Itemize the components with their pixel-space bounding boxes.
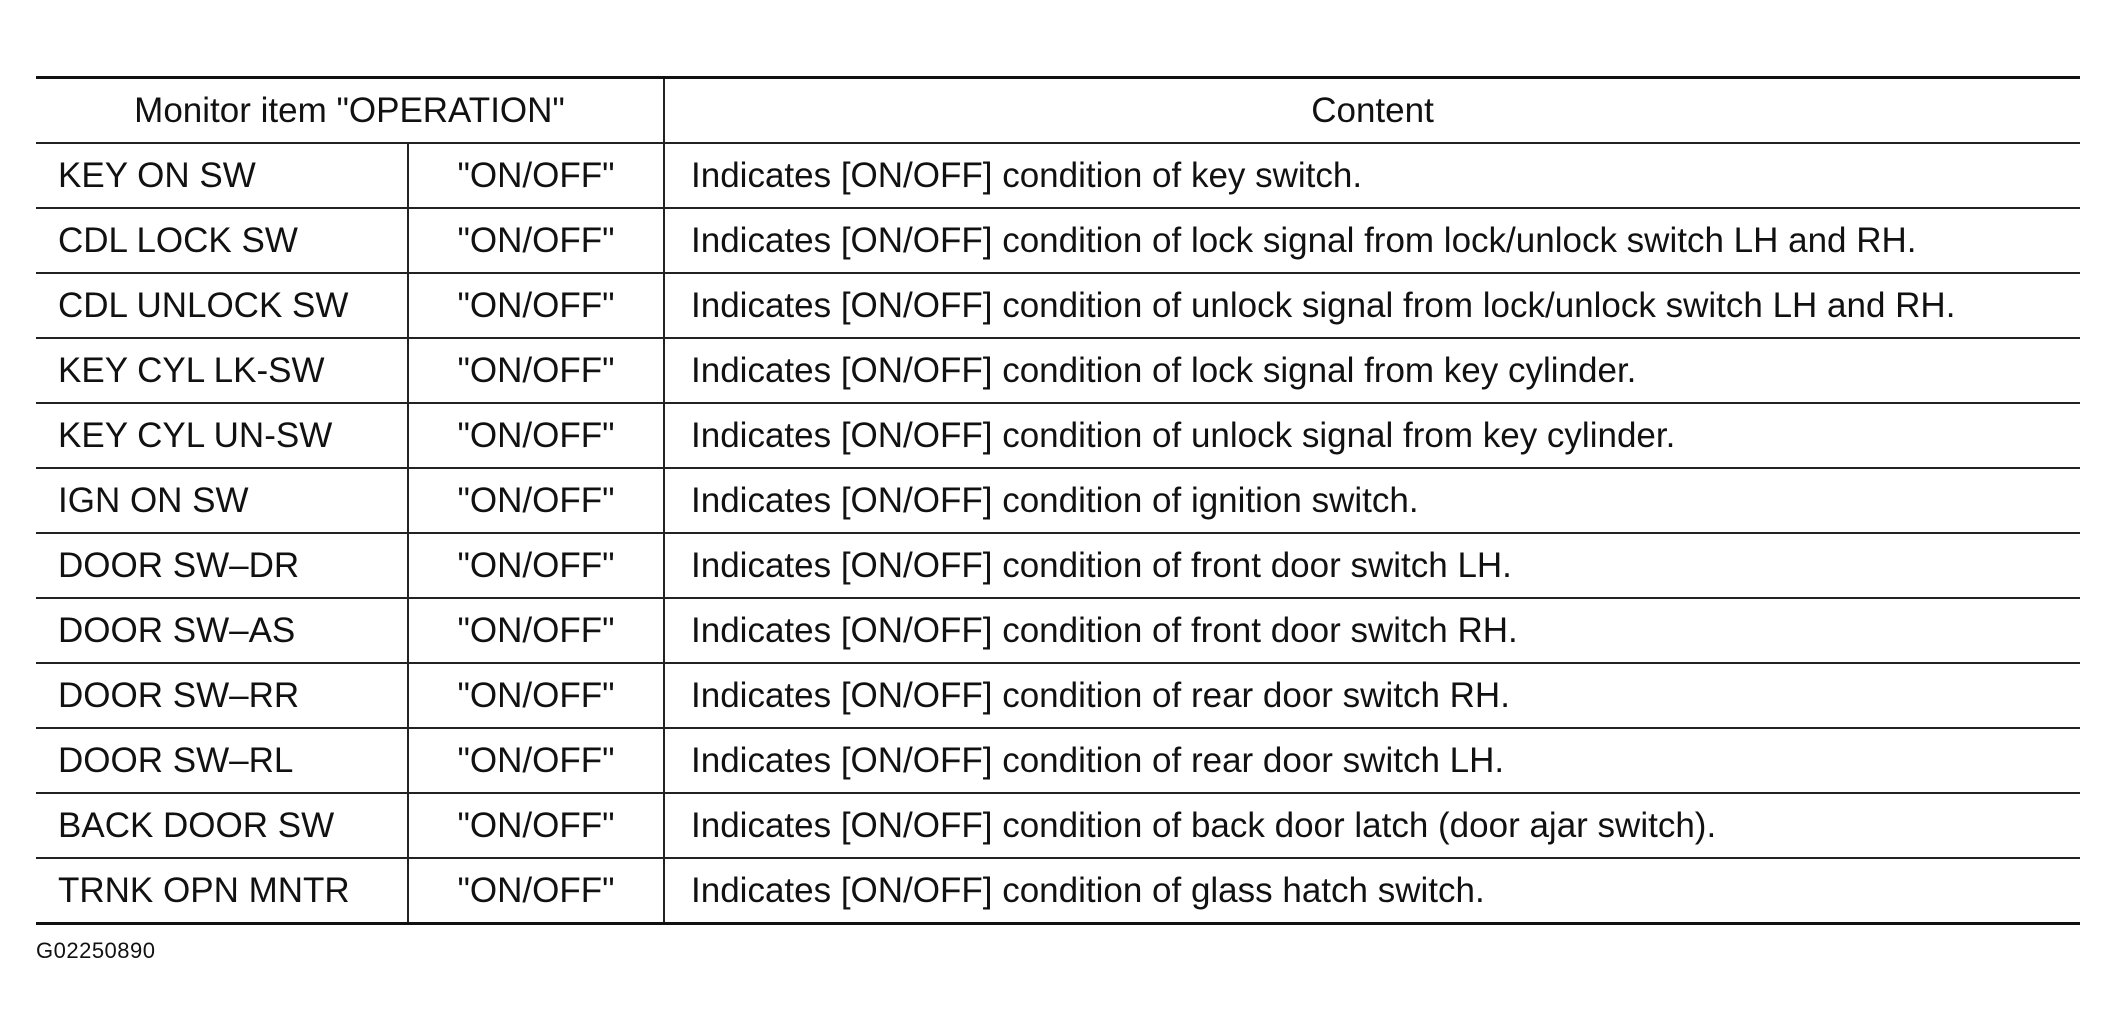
monitor-item-value: "ON/OFF" <box>408 403 666 469</box>
monitor-item-content: Indicates [ON/OFF] condition of front do… <box>664 598 2081 664</box>
figure-id: G02250890 <box>36 938 156 963</box>
table-row: DOOR SW–AS"ON/OFF"Indicates [ON/OFF] con… <box>36 598 2081 664</box>
table-row: DOOR SW–DR"ON/OFF"Indicates [ON/OFF] con… <box>36 533 2081 599</box>
monitor-item-content: Indicates [ON/OFF] condition of unlock s… <box>664 403 2081 469</box>
monitor-item-value: "ON/OFF" <box>408 273 666 339</box>
monitor-item-name: BACK DOOR SW <box>36 793 409 859</box>
table-row: CDL LOCK SW"ON/OFF"Indicates [ON/OFF] co… <box>36 208 2081 274</box>
table-row: KEY CYL UN-SW"ON/OFF"Indicates [ON/OFF] … <box>36 403 2081 469</box>
table-row: DOOR SW–RR"ON/OFF"Indicates [ON/OFF] con… <box>36 663 2081 729</box>
monitor-item-name: TRNK OPN MNTR <box>36 858 409 925</box>
monitor-item-content: Indicates [ON/OFF] condition of lock sig… <box>664 338 2081 404</box>
monitor-item-content: Indicates [ON/OFF] condition of key swit… <box>664 143 2081 209</box>
monitor-item-name: IGN ON SW <box>36 468 409 534</box>
monitor-item-name: KEY CYL LK-SW <box>36 338 409 404</box>
monitor-item-content: Indicates [ON/OFF] condition of rear doo… <box>664 728 2081 794</box>
monitor-item-value: "ON/OFF" <box>408 663 666 729</box>
table-row: BACK DOOR SW"ON/OFF"Indicates [ON/OFF] c… <box>36 793 2081 859</box>
monitor-item-name: KEY ON SW <box>36 143 409 209</box>
table-row: IGN ON SW"ON/OFF"Indicates [ON/OFF] cond… <box>36 468 2081 534</box>
monitor-item-value: "ON/OFF" <box>408 338 666 404</box>
monitor-item-content: Indicates [ON/OFF] condition of unlock s… <box>664 273 2081 339</box>
monitor-item-content: Indicates [ON/OFF] condition of back doo… <box>664 793 2081 859</box>
header-monitor-item: Monitor item "OPERATION" <box>36 77 666 144</box>
monitor-item-name: DOOR SW–AS <box>36 598 409 664</box>
table-row: KEY ON SW"ON/OFF"Indicates [ON/OFF] cond… <box>36 143 2081 209</box>
monitor-item-content: Indicates [ON/OFF] condition of lock sig… <box>664 208 2081 274</box>
monitor-item-content: Indicates [ON/OFF] condition of glass ha… <box>664 858 2081 925</box>
table-row: CDL UNLOCK SW"ON/OFF"Indicates [ON/OFF] … <box>36 273 2081 339</box>
monitor-item-name: KEY CYL UN-SW <box>36 403 409 469</box>
monitor-item-name: CDL LOCK SW <box>36 208 409 274</box>
monitor-item-content: Indicates [ON/OFF] condition of ignition… <box>664 468 2081 534</box>
monitor-item-name: DOOR SW–DR <box>36 533 409 599</box>
monitor-item-name: CDL UNLOCK SW <box>36 273 409 339</box>
monitor-item-value: "ON/OFF" <box>408 208 666 274</box>
table-body: KEY ON SW"ON/OFF"Indicates [ON/OFF] cond… <box>36 143 2081 925</box>
monitor-item-content: Indicates [ON/OFF] condition of front do… <box>664 533 2081 599</box>
operation-monitor-table: Monitor item "OPERATION" Content KEY ON … <box>36 76 2081 925</box>
table-row: TRNK OPN MNTR"ON/OFF"Indicates [ON/OFF] … <box>36 858 2081 925</box>
monitor-item-value: "ON/OFF" <box>408 793 666 859</box>
monitor-item-value: "ON/OFF" <box>408 533 666 599</box>
monitor-item-value: "ON/OFF" <box>408 858 666 925</box>
monitor-item-value: "ON/OFF" <box>408 598 666 664</box>
monitor-item-name: DOOR SW–RL <box>36 728 409 794</box>
table-row: KEY CYL LK-SW"ON/OFF"Indicates [ON/OFF] … <box>36 338 2081 404</box>
table-row: DOOR SW–RL"ON/OFF"Indicates [ON/OFF] con… <box>36 728 2081 794</box>
table-header-row: Monitor item "OPERATION" Content <box>36 77 2081 144</box>
monitor-item-value: "ON/OFF" <box>408 728 666 794</box>
header-content: Content <box>664 77 2081 144</box>
monitor-item-value: "ON/OFF" <box>408 468 666 534</box>
monitor-item-value: "ON/OFF" <box>408 143 666 209</box>
monitor-item-content: Indicates [ON/OFF] condition of rear doo… <box>664 663 2081 729</box>
monitor-item-name: DOOR SW–RR <box>36 663 409 729</box>
